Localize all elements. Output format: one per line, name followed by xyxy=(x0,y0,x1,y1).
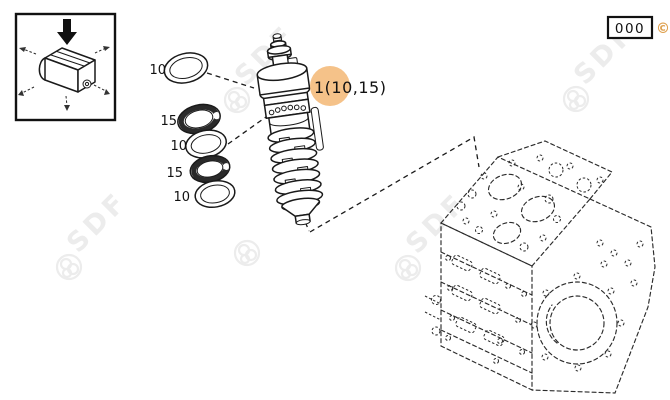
sdf-logo-icon xyxy=(55,253,83,281)
direction-arrow-icon xyxy=(18,86,35,96)
page-code-border xyxy=(606,15,654,40)
direction-arrows xyxy=(18,46,110,111)
callout-label[interactable]: 1(10,15) xyxy=(314,78,386,97)
callout-hotspot[interactable]: 1(10,15) xyxy=(310,66,386,106)
sdf-logo-icon xyxy=(394,254,422,282)
engine-block-drawing xyxy=(424,140,656,394)
ring-qty-label: 15 xyxy=(166,166,183,181)
ring-qty-label: 15 xyxy=(160,114,177,129)
leader-line xyxy=(309,135,480,233)
callout-highlight[interactable] xyxy=(310,66,350,106)
injector-clamp-pin xyxy=(310,106,324,151)
injector-drawing xyxy=(256,33,324,226)
watermark-text: SDF xyxy=(61,186,134,259)
page-code-value: 000 xyxy=(615,21,645,37)
watermark-text: SDF xyxy=(400,187,473,260)
watermark: SDF xyxy=(394,187,473,282)
direction-arrow-icon xyxy=(64,95,70,111)
direction-arrow-icon xyxy=(19,47,37,55)
sdf-logo-icon xyxy=(223,86,251,114)
injector-ribs xyxy=(267,127,324,206)
direction-arrow-icon xyxy=(93,84,110,95)
page-code-box: 000 xyxy=(606,15,654,40)
seal-ring-stack: 10 15 10 15 10 xyxy=(149,52,236,209)
watermarks: SDF SDF SDF xyxy=(55,18,641,282)
copyright-icon: © xyxy=(656,21,670,37)
direction-arrow-icon xyxy=(94,46,110,54)
oring-drawing xyxy=(194,179,236,209)
inset-part-drawing xyxy=(38,47,96,93)
sdf-logo-icon xyxy=(233,239,261,267)
ring-qty-label: 10 xyxy=(170,139,187,154)
ring-qty-label: 10 xyxy=(173,190,190,205)
oring-drawing xyxy=(163,52,209,84)
sdf-logo-icon xyxy=(562,85,590,113)
ring-qty-label: 10 xyxy=(149,63,166,78)
down-arrow-icon xyxy=(57,19,77,45)
watermark: SDF xyxy=(55,186,134,281)
orientation-inset xyxy=(14,12,117,122)
